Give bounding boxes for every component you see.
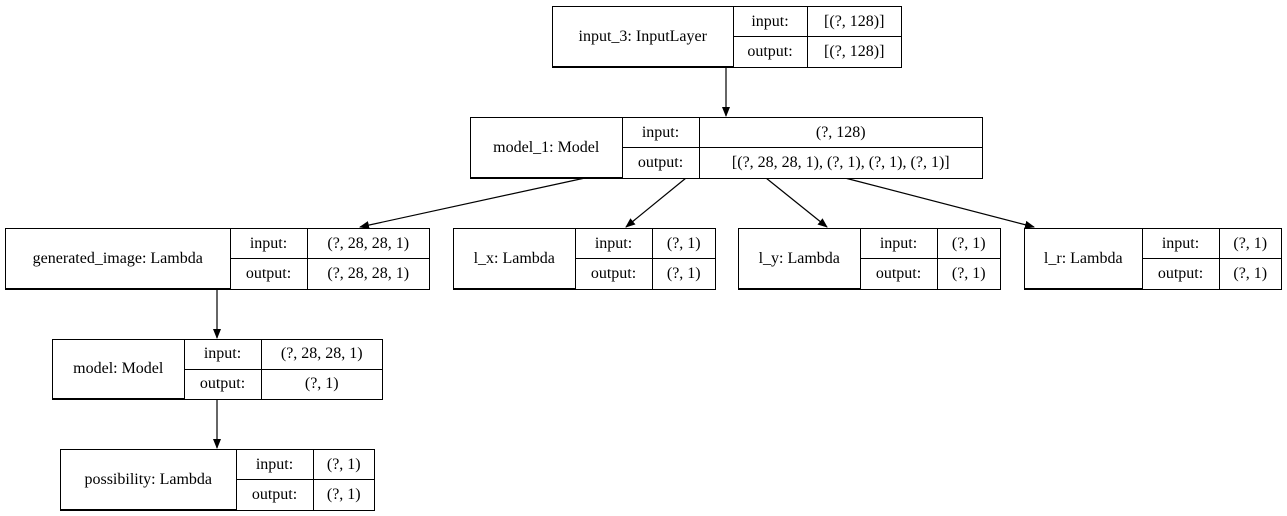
node-model[interactable]: model: Model input: (?, 28, 28, 1) outpu…	[52, 339, 383, 400]
output-shape: (?, 28, 28, 1)	[306, 258, 429, 289]
node-label: l_x: Lambda	[454, 229, 576, 289]
input-shape: (?, 1)	[1218, 229, 1281, 260]
input-label: input:	[1141, 229, 1220, 260]
output-label: output:	[733, 36, 808, 67]
input-label: input:	[859, 229, 938, 260]
input-shape: [(?, 128)]	[806, 7, 901, 38]
node-l_x[interactable]: l_x: Lambda input: (?, 1) output: (?, 1)	[453, 228, 716, 290]
output-label: output:	[184, 368, 262, 399]
node-label: possibility: Lambda	[61, 450, 237, 510]
input-shape: (?, 28, 28, 1)	[306, 229, 429, 260]
output-label: output:	[622, 147, 700, 178]
node-label: generated_image: Lambda	[6, 229, 231, 289]
output-shape: [(?, 128)]	[806, 36, 901, 67]
edge-model_1-to-generated_image	[359, 177, 586, 229]
input-label: input:	[183, 340, 262, 370]
output-shape: (?, 1)	[936, 258, 1000, 289]
output-shape: (?, 1)	[1218, 258, 1281, 289]
node-label: l_y: Lambda	[739, 229, 861, 289]
output-label: output:	[1142, 258, 1220, 289]
output-shape: (?, 1)	[651, 258, 715, 289]
input-label: input:	[235, 450, 314, 481]
input-shape: (?, 128)	[698, 118, 982, 149]
input-shape: (?, 28, 28, 1)	[260, 340, 382, 370]
input-shape: (?, 1)	[936, 229, 1000, 260]
input-shape: (?, 1)	[312, 450, 374, 481]
edge-model_1-to-l_x	[625, 177, 687, 228]
node-possibility[interactable]: possibility: Lambda input: (?, 1) output…	[60, 449, 375, 511]
node-l_r[interactable]: l_r: Lambda input: (?, 1) output: (?, 1)	[1024, 228, 1282, 290]
node-input_3[interactable]: input_3: InputLayer input: [(?, 128)] ou…	[552, 6, 902, 68]
output-shape: (?, 1)	[312, 479, 374, 510]
edge-model_1-to-l_r	[844, 177, 1035, 229]
input-label: input:	[574, 229, 653, 260]
node-model_1[interactable]: model_1: Model input: (?, 128) output: […	[470, 117, 983, 179]
output-shape: [(?, 28, 28, 1), (?, 1), (?, 1), (?, 1)]	[698, 147, 982, 178]
edge-model_1-to-l_y	[765, 177, 828, 228]
node-label: model_1: Model	[471, 118, 623, 178]
node-label: input_3: InputLayer	[553, 7, 734, 67]
output-label: output:	[860, 258, 938, 289]
input-shape: (?, 1)	[651, 229, 715, 260]
node-label: model: Model	[53, 340, 185, 399]
output-shape: (?, 1)	[260, 368, 382, 399]
node-l_y[interactable]: l_y: Lambda input: (?, 1) output: (?, 1)	[738, 228, 1001, 290]
input-label: input:	[229, 229, 308, 260]
output-label: output:	[230, 258, 308, 289]
output-label: output:	[236, 479, 314, 510]
node-generated_image[interactable]: generated_image: Lambda input: (?, 28, 2…	[5, 228, 430, 290]
input-label: input:	[732, 7, 808, 38]
node-label: l_r: Lambda	[1025, 229, 1143, 289]
output-label: output:	[575, 258, 653, 289]
input-label: input:	[621, 118, 700, 149]
